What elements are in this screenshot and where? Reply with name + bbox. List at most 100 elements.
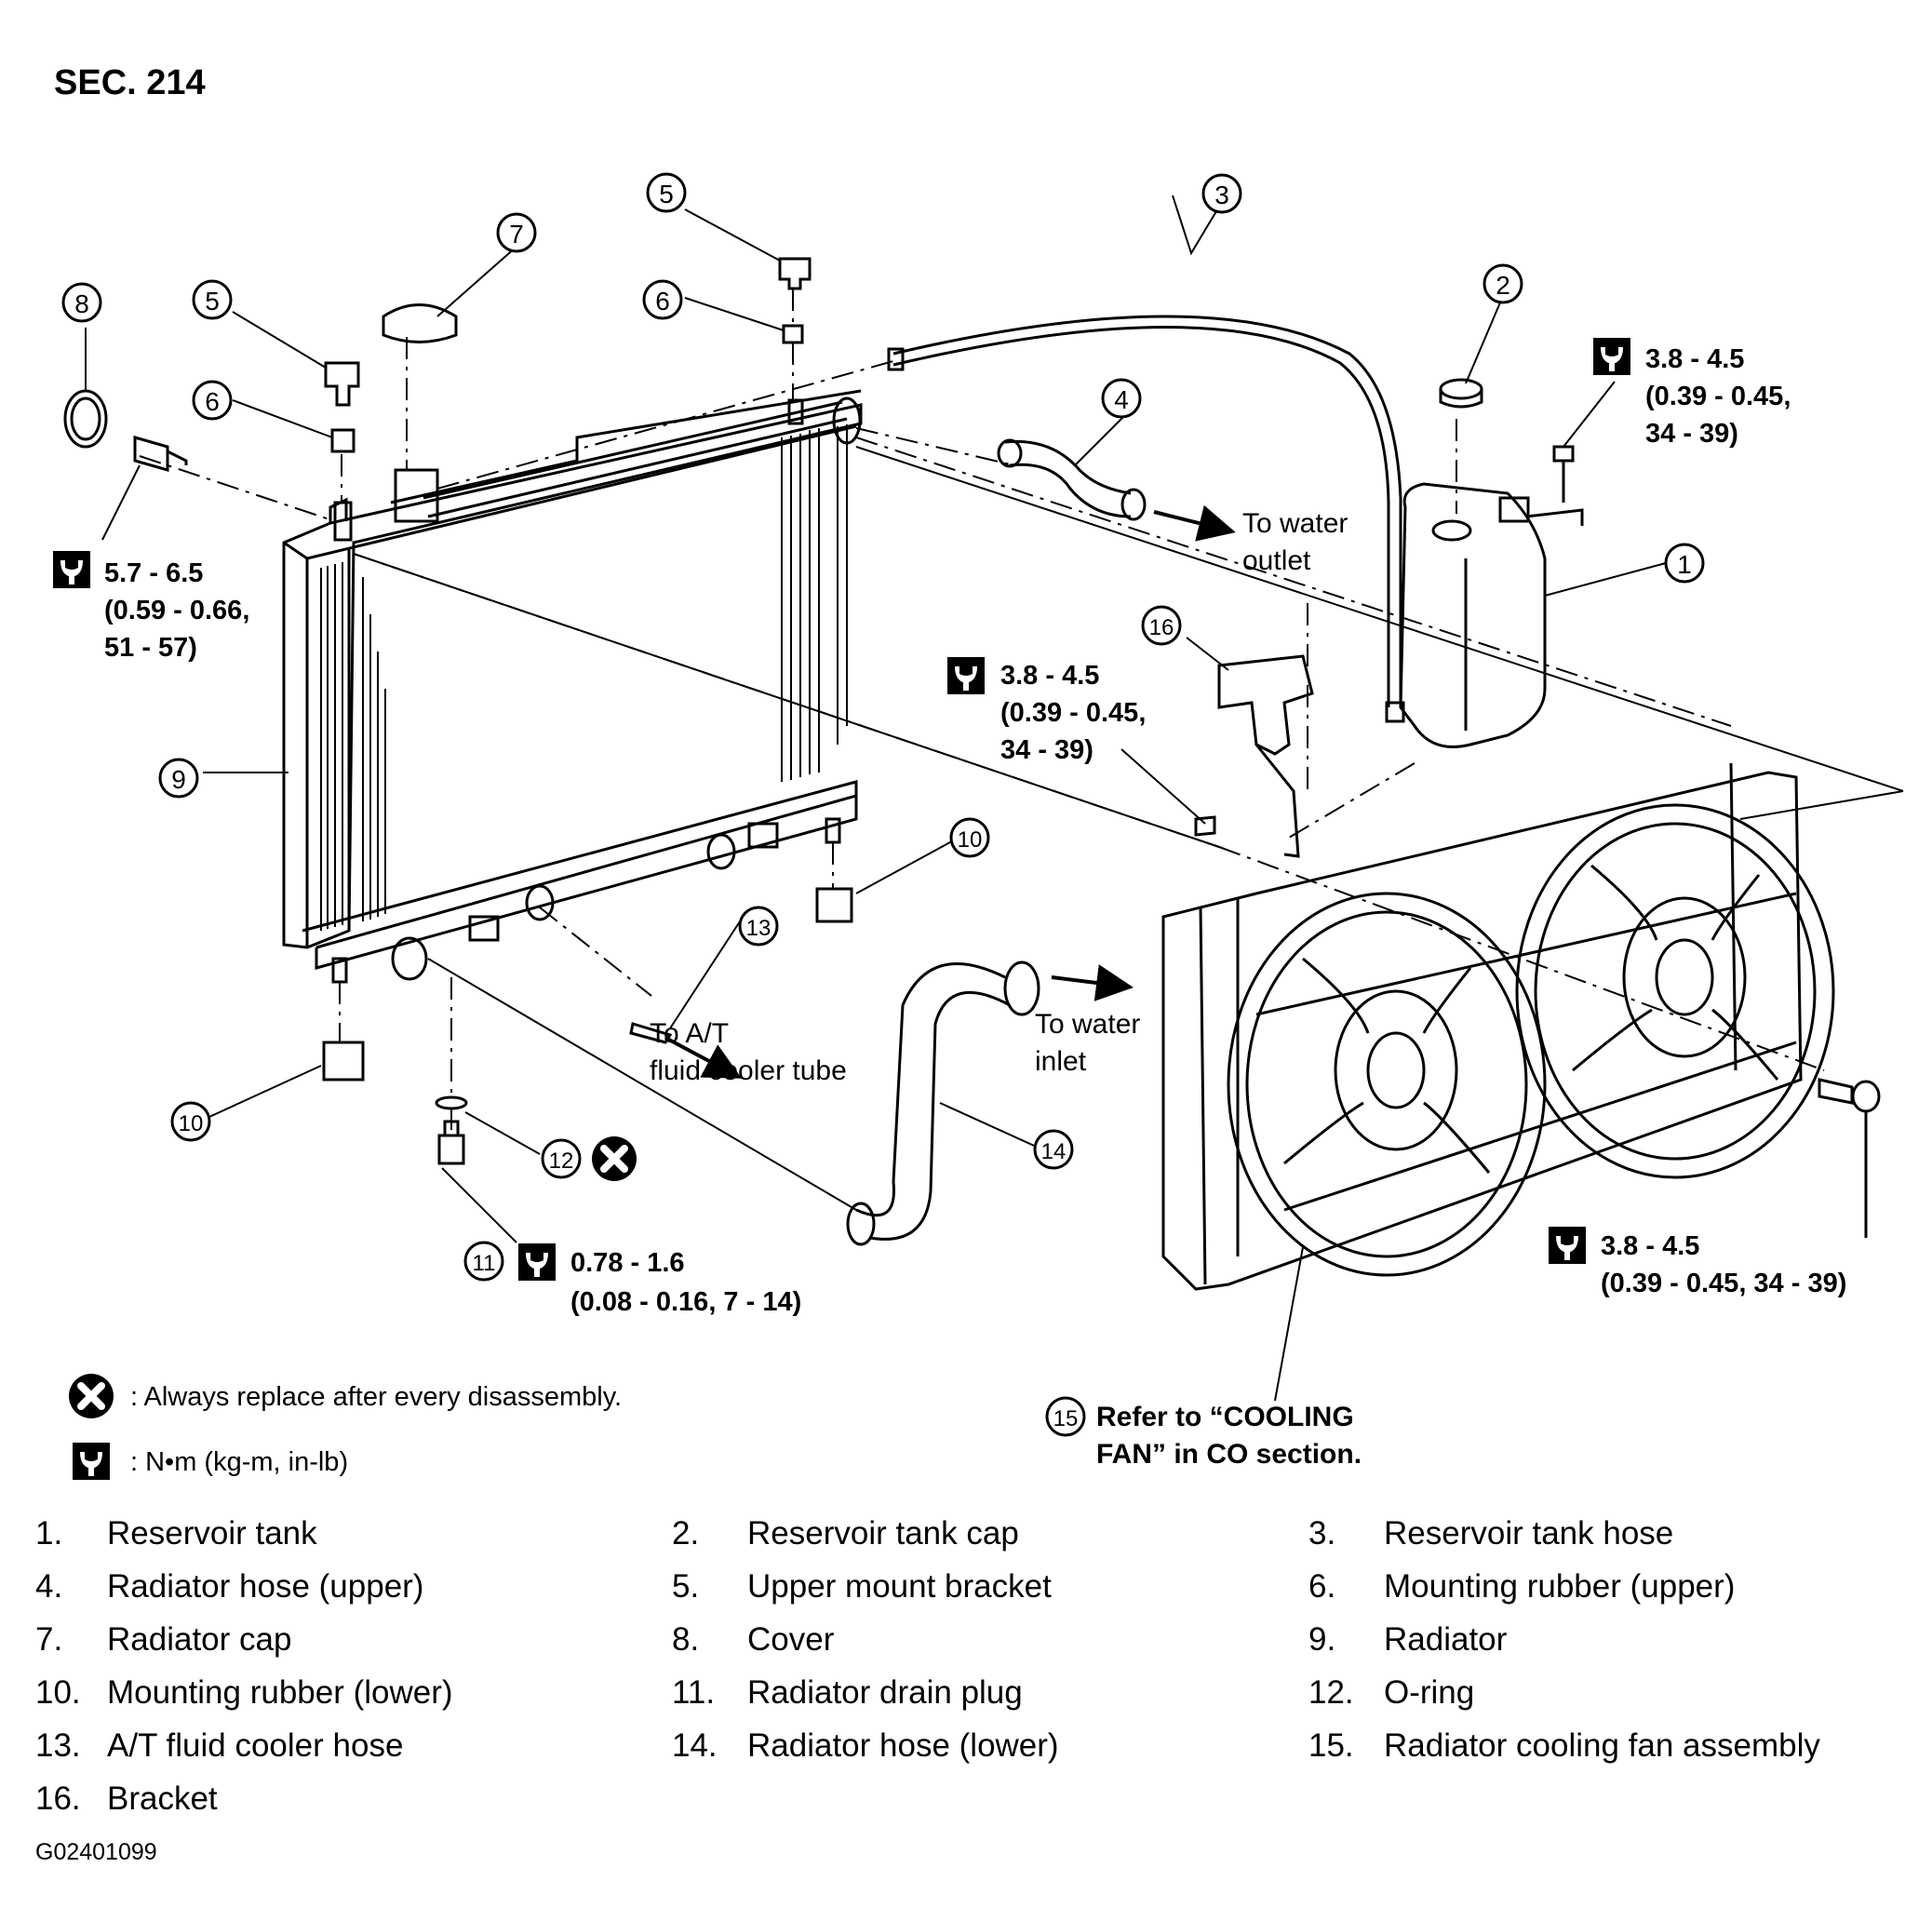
svg-text:5: 5 [659,180,674,208]
svg-text:5.7 - 6.5: 5.7 - 6.5 [104,558,203,588]
parts-list-number: 16. [35,1780,81,1817]
svg-text:outlet: outlet [1242,545,1311,576]
svg-text:6: 6 [205,387,220,416]
svg-text:9: 9 [171,765,186,794]
parts-list-number: 15. [1308,1727,1354,1764]
torque-spec-16: 3.8 - 4.5 (0.39 - 0.45, 34 - 39) [947,657,1146,765]
parts-list-number: 12. [1308,1674,1354,1711]
svg-text:(0.08 - 0.16, 7 - 14): (0.08 - 0.16, 7 - 14) [570,1287,801,1317]
symbol-legend: : Always replace after every disassembly… [69,1374,622,1480]
reservoir-tank [1399,378,1584,748]
parts-list-name: Cover [747,1621,835,1658]
svg-text:5: 5 [205,287,220,316]
svg-text:1: 1 [1677,550,1692,579]
parts-list-name: Radiator cooling fan assembly [1384,1727,1820,1764]
parts-list-number: 6. [1308,1568,1336,1605]
svg-text:34 - 39): 34 - 39) [1000,735,1093,765]
torque-wrench-icon [73,1443,110,1480]
parts-list-number: 7. [35,1621,63,1658]
callout-circles: 1 2 3 4 5 5 6 6 7 8 9 10 10 11 12 13 14 … [61,172,1705,1437]
svg-text:12: 12 [549,1149,574,1174]
flow-arrows [664,504,1236,1079]
note-water-inlet: To water inlet [1035,1009,1140,1077]
svg-text:6: 6 [655,287,670,316]
parts-list-number: 5. [672,1568,700,1605]
callout-8: 8 [61,282,102,323]
callout-12: 12 [541,1138,582,1179]
parts-list-name: O-ring [1384,1674,1475,1711]
parts-list-number: 2. [672,1515,700,1552]
note-refer-cooling-fan: Refer to “COOLING FAN” in CO section. [1096,1402,1362,1470]
at-fluid-cooler-hose [629,1022,673,1044]
callout-1: 1 [1664,543,1705,584]
callout-11: 11 [463,1241,504,1282]
svg-text:4: 4 [1114,385,1129,414]
svg-text:3.8 - 4.5: 3.8 - 4.5 [1601,1231,1699,1261]
radiator-hose-upper [997,438,1147,521]
parts-list-name: Mounting rubber (upper) [1384,1568,1736,1605]
torque-spec-15: 3.8 - 4.5 (0.39 - 0.45, 34 - 39) [1549,1227,1846,1298]
torque-wrench-icon [947,657,985,694]
parts-list-number: 1. [35,1515,63,1552]
torque-wrench-icon [1593,338,1630,375]
callout-2: 2 [1483,263,1523,304]
torque-wrench-icon [1549,1227,1586,1264]
svg-text:51 - 57): 51 - 57) [104,633,197,663]
svg-text:: N•m (kg-m, in-lb): : N•m (kg-m, in-lb) [130,1447,348,1477]
callout-5a: 5 [192,279,233,320]
svg-text:(0.39 - 0.45,: (0.39 - 0.45, [1645,382,1791,411]
svg-text:8: 8 [74,289,89,318]
parts-list-name: Radiator hose (lower) [747,1727,1059,1764]
parts-list-name: Reservoir tank [107,1515,317,1552]
callout-6a: 6 [192,380,233,421]
callout-6b: 6 [642,279,683,320]
callout-4: 4 [1101,378,1142,419]
svg-text:(0.59 - 0.66,: (0.59 - 0.66, [104,596,249,625]
svg-text:16: 16 [1149,615,1174,640]
svg-text:fluid cooler tube: fluid cooler tube [650,1055,847,1086]
callout-16: 16 [1141,605,1182,646]
parts-list-name: Radiator cap [107,1621,292,1658]
callout-10b: 10 [170,1101,211,1142]
cooling-fan-assembly [1161,762,1881,1291]
parts-list-name: Radiator drain plug [747,1674,1023,1711]
torque-wrench-icon [53,551,90,588]
replace-icon [592,1136,637,1181]
callout-13: 13 [738,906,779,947]
svg-text:15: 15 [1053,1406,1079,1431]
parts-list-name: A/T fluid cooler hose [107,1727,404,1764]
replace-icon [69,1374,114,1418]
parts-list-number: 10. [35,1674,81,1711]
parts-list-name: Reservoir tank hose [1384,1515,1674,1552]
parts-list-number: 14. [672,1727,718,1764]
section-title: SEC. 214 [54,63,206,102]
svg-text:To water: To water [1242,508,1348,539]
svg-text:inlet: inlet [1035,1046,1087,1077]
bracket [1194,654,1314,858]
parts-list-name: Bracket [107,1780,218,1817]
callout-15: 15 [1045,1396,1086,1437]
svg-text:14: 14 [1041,1139,1067,1164]
figure-code: G02401099 [35,1839,157,1865]
note-at-cooler: To A/T fluid cooler tube [650,1018,847,1086]
svg-text:13: 13 [746,916,771,941]
svg-text:(0.39 - 0.45,: (0.39 - 0.45, [1000,698,1146,728]
torque-spec-8: 5.7 - 6.5 (0.59 - 0.66, 51 - 57) [53,551,249,663]
svg-text:(0.39 - 0.45, 34 - 39): (0.39 - 0.45, 34 - 39) [1601,1269,1846,1298]
parts-list-number: 4. [35,1568,63,1605]
svg-text:10: 10 [179,1111,204,1136]
svg-text:3: 3 [1214,181,1229,209]
svg-text:11: 11 [473,1251,496,1276]
callout-5b: 5 [646,172,687,213]
callout-14: 14 [1033,1129,1074,1170]
svg-text:To A/T: To A/T [650,1018,729,1049]
torque-spec-11: 0.78 - 1.6 (0.08 - 0.16, 7 - 14) [518,1243,801,1317]
parts-list-name: Radiator hose (upper) [107,1568,424,1605]
callout-10a: 10 [949,817,990,858]
parts-list-name: Upper mount bracket [747,1568,1052,1605]
callout-leaders [85,195,1667,1402]
svg-text:2: 2 [1496,271,1510,300]
svg-text:3.8 - 4.5: 3.8 - 4.5 [1000,661,1099,691]
svg-text:0.78 - 1.6: 0.78 - 1.6 [570,1248,685,1278]
